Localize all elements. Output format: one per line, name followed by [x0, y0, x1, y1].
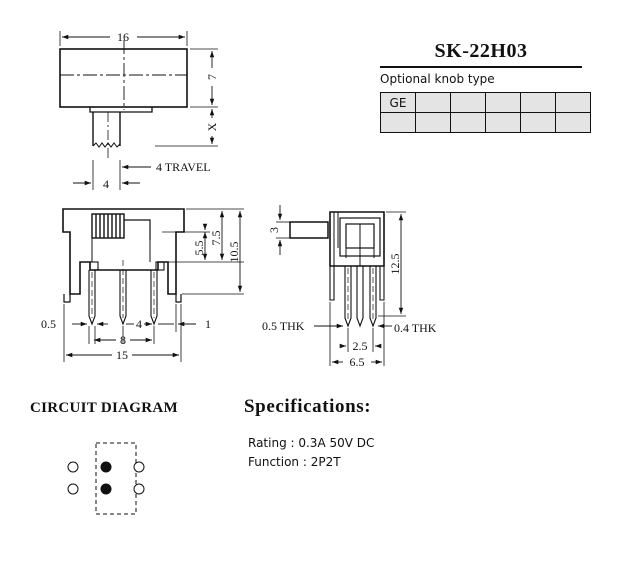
- terminal-open: [133, 461, 145, 473]
- dim-7: 7: [205, 74, 219, 80]
- top-view: [59, 31, 218, 190]
- title-underline: [380, 66, 582, 68]
- spec-function: Function : 2P2T: [248, 455, 341, 469]
- dim-1: 1: [205, 317, 211, 331]
- dim-3: 3: [267, 227, 281, 233]
- travel-label: 4 TRAVEL: [156, 160, 211, 174]
- knob-cell: [450, 112, 486, 133]
- front-view: [62, 208, 244, 362]
- side-view: [276, 205, 406, 366]
- knob-table-row: GE: [380, 92, 591, 113]
- knob-cell: GE: [380, 92, 416, 113]
- thk-left: 0.5 THK: [262, 319, 305, 333]
- knob-caption: Optional knob type: [380, 72, 495, 86]
- side-view-knob: [289, 221, 329, 239]
- knob-cell: [380, 112, 416, 133]
- dim-10-5: 10.5: [227, 242, 241, 263]
- circuit-diagram: [67, 442, 145, 515]
- knob-cell: [450, 92, 486, 113]
- terminal-common: [100, 461, 112, 473]
- dim-8: 8: [120, 333, 126, 347]
- side-view-labels: 3 12.5 0.5 THK 0.4 THK 2.5 6.5: [262, 227, 437, 369]
- knob-table-row: [380, 112, 591, 133]
- switch-position-box: [95, 442, 137, 515]
- knob-cell: [555, 112, 591, 133]
- knob-cell: [520, 92, 556, 113]
- terminal-open: [67, 461, 79, 473]
- knob-cell: [485, 112, 521, 133]
- knob-cell: [520, 112, 556, 133]
- dim-12-5: 12.5: [388, 254, 402, 275]
- spec-rating: Rating : 0.3A 50V DC: [248, 436, 375, 450]
- knob-cell: [415, 112, 451, 133]
- dim-5-5: 5.5: [192, 241, 206, 256]
- dim-knob-4: 4: [103, 177, 109, 191]
- front-view-labels: 5.5 7.5 10.5 0.5 4 1 8 15: [41, 231, 241, 363]
- top-view-body: [59, 48, 188, 108]
- terminal-common: [100, 483, 112, 495]
- part-number: SK-22H03: [434, 40, 528, 62]
- dim-2-5: 2.5: [353, 339, 368, 353]
- knob-cell: [415, 92, 451, 113]
- knob-cell: [555, 92, 591, 113]
- top-view-knob: [89, 107, 153, 113]
- thk-right: 0.4 THK: [394, 321, 437, 335]
- knob-type-table: GE: [380, 92, 591, 133]
- terminal-open: [67, 483, 79, 495]
- dim-0-5: 0.5: [41, 317, 56, 331]
- dim-x: X: [205, 122, 219, 131]
- circuit-diagram-title: CIRCUIT DIAGRAM: [30, 400, 178, 416]
- dim-6-5: 6.5: [350, 355, 365, 369]
- dim-15: 15: [116, 348, 128, 362]
- knob-cell: [485, 92, 521, 113]
- dim-7-5: 7.5: [209, 231, 223, 246]
- top-view-labels: 16 7 X 4 4 TRAVEL: [103, 30, 219, 191]
- specifications-title: Specifications:: [244, 396, 372, 417]
- dim-4: 4: [136, 317, 142, 331]
- dim-16: 16: [117, 30, 129, 44]
- terminal-open: [133, 483, 145, 495]
